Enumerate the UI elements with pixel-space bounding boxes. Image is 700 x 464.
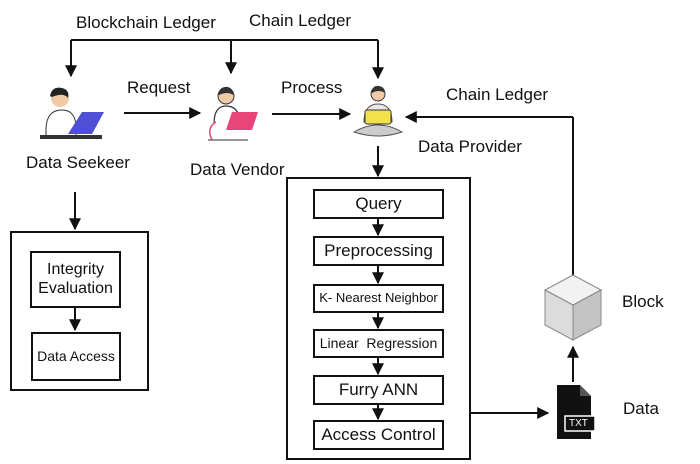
txt-file-badge: TXT (569, 418, 588, 429)
block-label: Block (622, 292, 664, 311)
chain-ledger-top-label: Chain Ledger (249, 11, 352, 30)
query-box: Query (313, 189, 444, 219)
blockchain-ledger-label: Blockchain Ledger (76, 13, 216, 32)
seeker-pipeline-frame (10, 231, 149, 391)
access-control-box: Access Control (313, 420, 444, 450)
integrity-evaluation-box: Integrity Evaluation (30, 251, 121, 308)
knn-box: K- Nearest Neighbor (313, 284, 444, 313)
request-label: Request (127, 78, 191, 97)
furry-ann-box: Furry ANN (313, 375, 444, 405)
data-provider-person-icon (352, 85, 404, 137)
data-vendor-label: Data Vendor (190, 160, 285, 179)
block-cube-icon (543, 274, 603, 341)
data-vendor-person-icon (208, 86, 258, 141)
data-label: Data (623, 399, 659, 418)
linear-regression-box: Linear Regression (313, 329, 444, 358)
txt-file-icon (557, 385, 596, 439)
chain-ledger-right-label: Chain Ledger (446, 85, 549, 104)
process-label: Process (281, 78, 343, 97)
data-seeker-label: Data Seekeer (26, 153, 130, 172)
data-seeker-person-icon (40, 87, 104, 139)
data-provider-label: Data Provider (418, 137, 522, 156)
provider-pipeline-frame (286, 177, 471, 460)
preprocessing-box: Preprocessing (313, 236, 444, 266)
data-access-box: Data Access (31, 332, 121, 381)
